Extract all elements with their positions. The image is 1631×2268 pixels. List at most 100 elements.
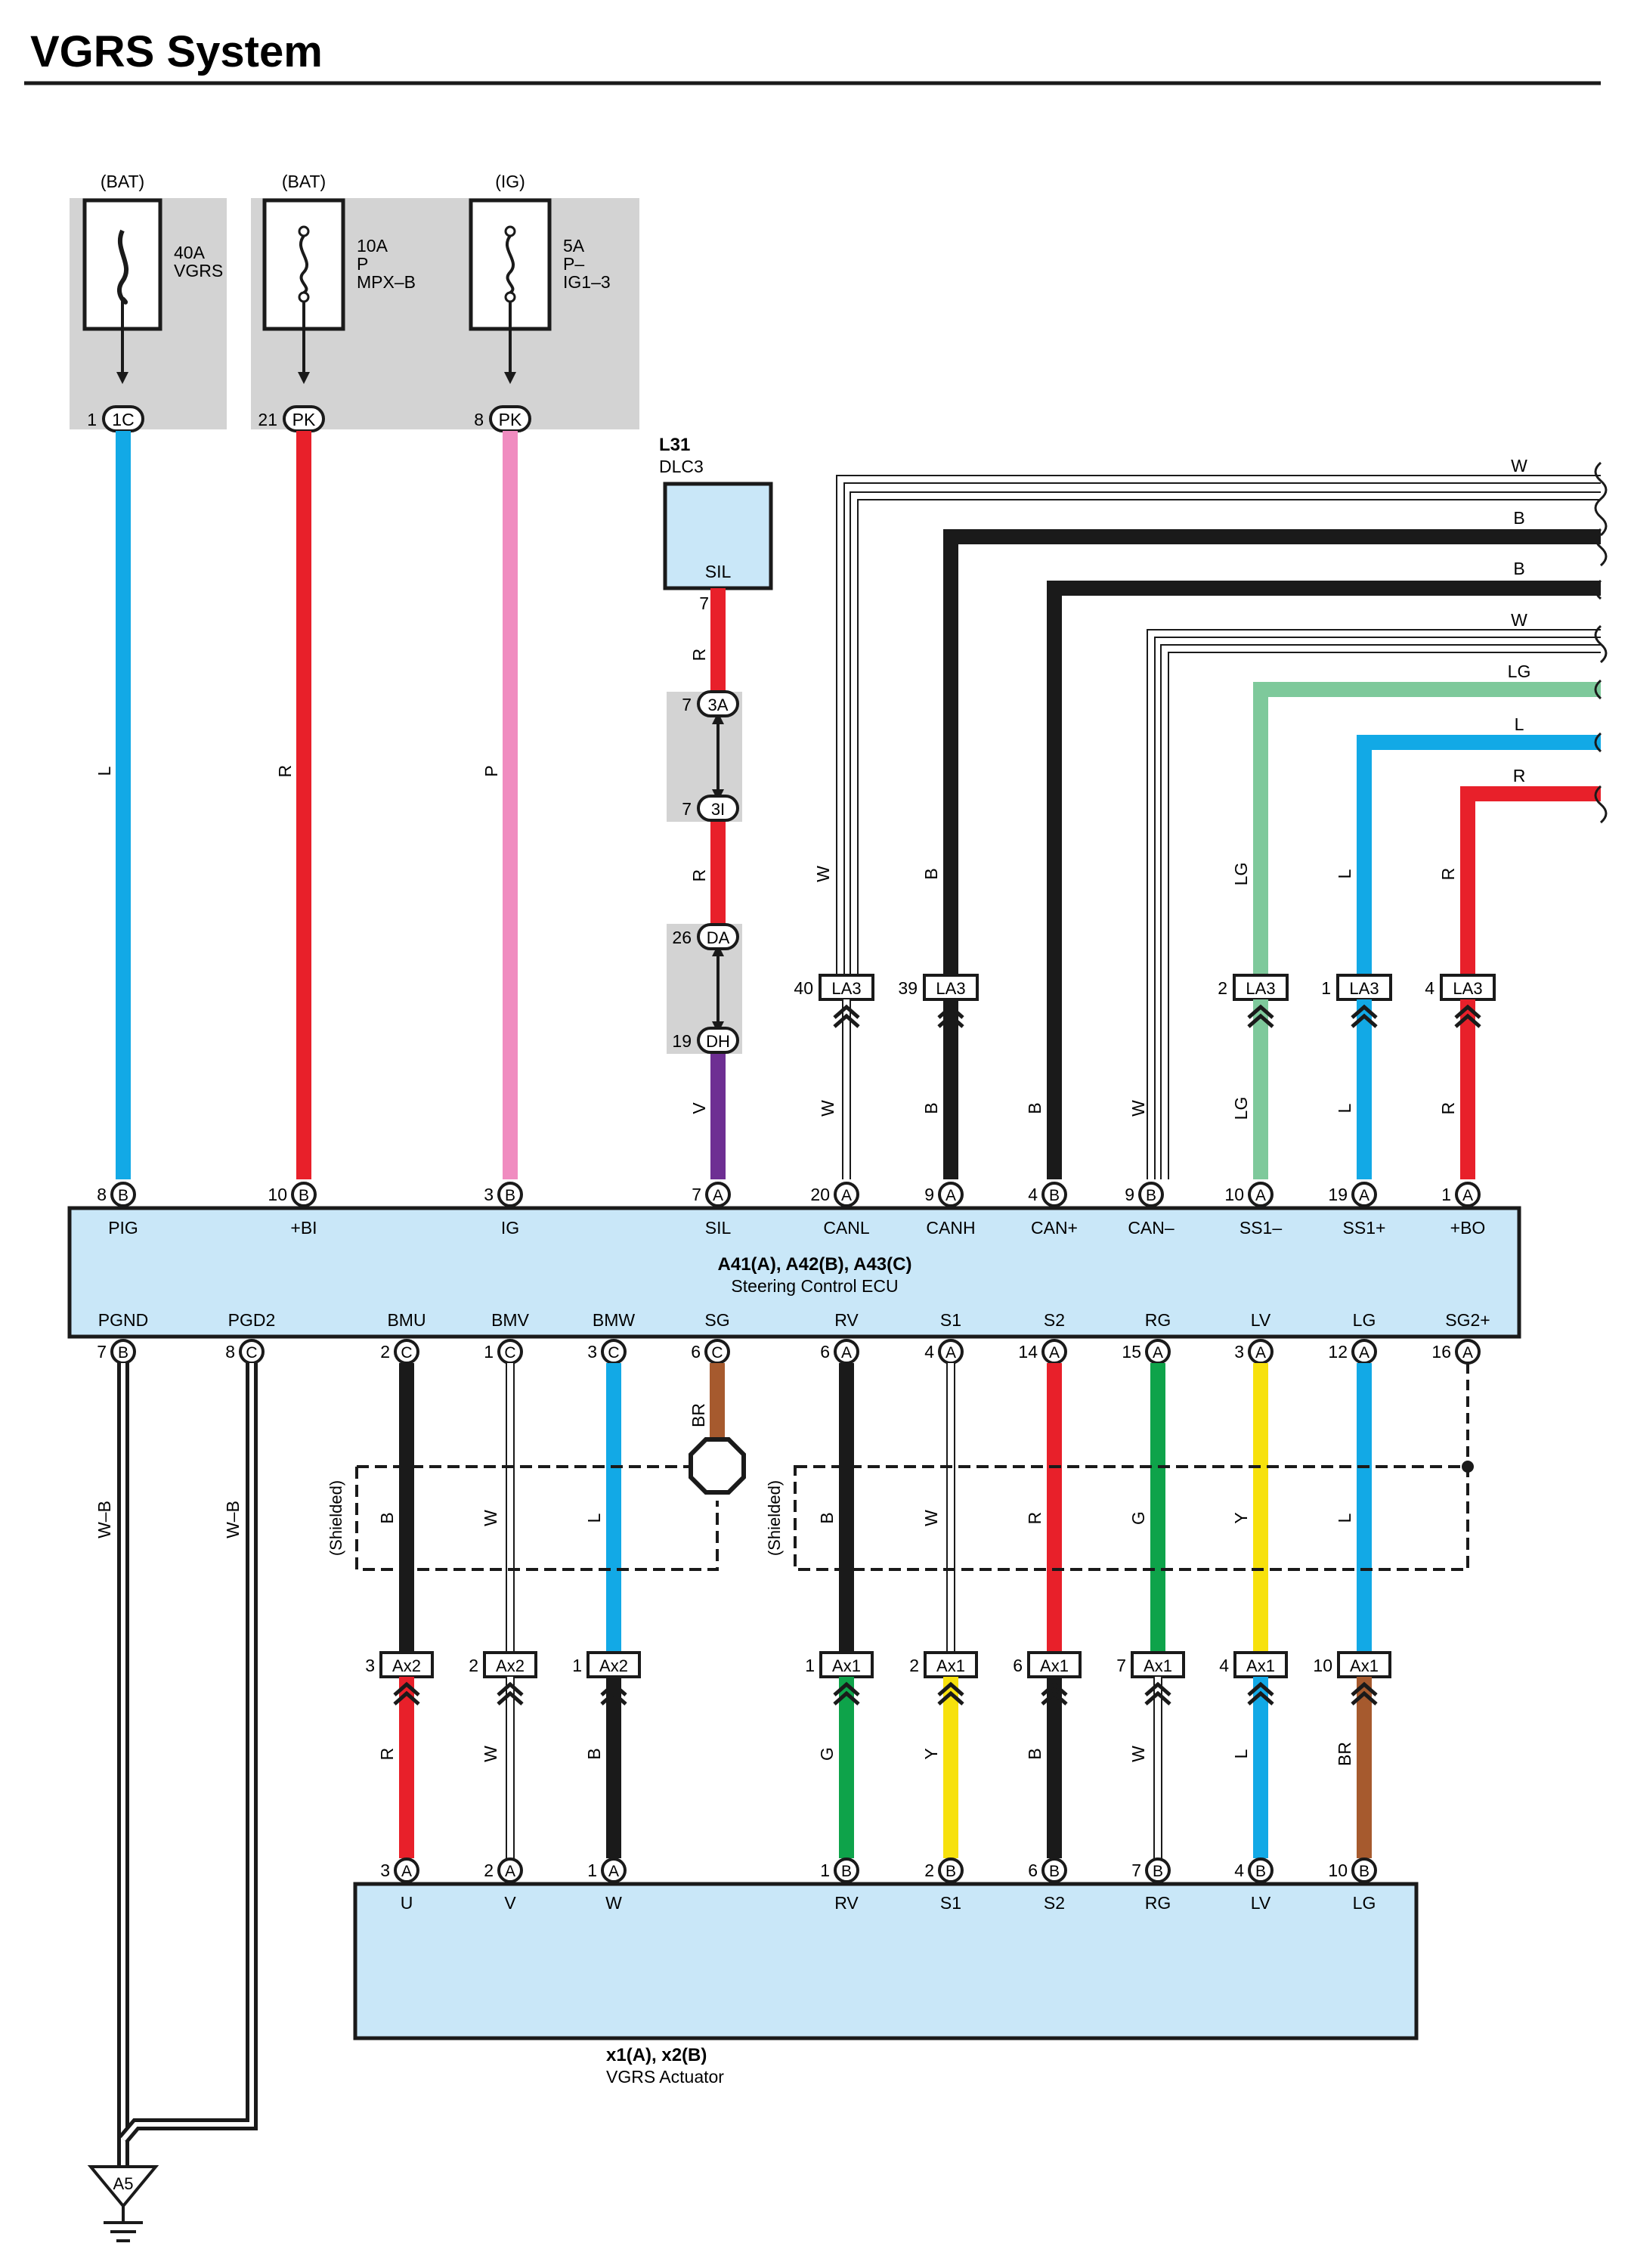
pin-number: 20 — [810, 1185, 830, 1204]
ecu.bottom_pins-pin: C6 — [691, 1339, 730, 1365]
connector-letter: B — [1255, 1863, 1266, 1880]
pin-number: 1 — [1441, 1185, 1451, 1204]
wire-color-label: W — [1128, 1100, 1148, 1117]
connector-label: LA3 — [831, 979, 861, 998]
shield-box-motor — [355, 1465, 719, 1571]
fuse-name-2: IG1–3 — [563, 272, 611, 292]
junction-dh: DH 19 — [672, 1027, 739, 1054]
fuse-5a-p-ig1-3: (IG) 5A P– IG1–3 — [469, 172, 611, 384]
ecu-terminal-label: LG — [1353, 1310, 1376, 1330]
pin-number: 26 — [672, 928, 692, 947]
pin-number: 10 — [1313, 1656, 1332, 1675]
connector-label: PK — [292, 410, 316, 429]
connector-letter: B — [505, 1187, 515, 1204]
ecu-terminal-label: SG — [704, 1310, 729, 1330]
connector-letter: C — [608, 1344, 619, 1362]
pin-number: 16 — [1431, 1342, 1451, 1362]
pin-number: 19 — [1328, 1185, 1348, 1204]
connector-label: DH — [706, 1032, 730, 1051]
connector-label: Ax1 — [1144, 1656, 1172, 1675]
pin-number: 8 — [97, 1185, 107, 1204]
actuator-terminal-label: RV — [834, 1893, 859, 1913]
ecu-terminal-label: CAN– — [1128, 1218, 1175, 1238]
ecu-terminal-label: S2 — [1044, 1310, 1065, 1330]
pin-number: 1 — [587, 1861, 597, 1880]
wire-color-label: B — [584, 1748, 604, 1759]
la3-connector-1: LA3 1 — [1321, 974, 1392, 1001]
pin-number: 2 — [484, 1861, 494, 1880]
ecu.top_pins-pin: A7 — [692, 1182, 731, 1207]
fuse-element-icon — [299, 234, 309, 294]
connector-letter: C — [711, 1344, 723, 1362]
wire-pgd2-white-black — [118, 1363, 258, 2144]
dlc-name: DLC3 — [659, 457, 704, 476]
ground-label: A5 — [113, 2174, 134, 2193]
ecu-terminal-label: BMV — [491, 1310, 530, 1330]
actuator.pins-pin: B10 — [1328, 1857, 1377, 1883]
connector-letter: A — [1153, 1344, 1163, 1362]
wire-color-label: W — [1511, 456, 1527, 476]
ecu-terminal-label: IG — [501, 1218, 519, 1238]
actuator-terminal-label: S2 — [1044, 1893, 1065, 1913]
pin-number: 7 — [97, 1342, 107, 1362]
wire-color-label: W–B — [94, 1501, 114, 1538]
pin-number: 3 — [365, 1656, 375, 1675]
connector-letter: A — [945, 1187, 956, 1204]
actuator-terminal-label: LG — [1353, 1893, 1376, 1913]
ecu-terminal-label: CANH — [926, 1218, 975, 1238]
connector-label: 3I — [711, 800, 725, 819]
wire-color-label: B — [377, 1512, 397, 1523]
ecu.top_pins-pin: B10 — [268, 1182, 317, 1207]
wire-color-label: L — [1335, 1103, 1354, 1113]
wire-color-label: W — [813, 866, 833, 882]
connector-letter: B — [1153, 1863, 1163, 1880]
pin-number: 8 — [474, 410, 484, 429]
fuse-contact — [298, 291, 310, 303]
shield-ground-octagon — [689, 1437, 746, 1495]
pin-number: 14 — [1018, 1342, 1038, 1362]
connector-letter: A — [1049, 1344, 1060, 1362]
connector-letter: C — [246, 1344, 257, 1362]
pin-number: 10 — [1224, 1185, 1244, 1204]
ecu-box — [67, 1206, 1521, 1339]
connector-letter: B — [1359, 1863, 1369, 1880]
connector-letter: A — [1462, 1344, 1473, 1362]
wire-color-label: W — [818, 1100, 837, 1117]
wire-color-label: B — [1025, 1748, 1045, 1759]
fuse-rating: 10A — [357, 236, 388, 256]
wire-canh-black — [943, 529, 1601, 975]
fuse-contact — [504, 225, 516, 237]
ecu.bottom_pins-pin: A6 — [820, 1339, 859, 1365]
fuse-connector-1c: 1C 1 — [87, 405, 144, 432]
wire-ss1plus-blue — [1357, 735, 1601, 975]
connector-label: Ax1 — [1350, 1656, 1379, 1675]
pin-number: 2 — [924, 1861, 934, 1880]
ecu-name: A41(A), A42(B), A43(C) — [718, 1254, 912, 1275]
wire-color-label: BR — [1335, 1742, 1354, 1766]
ecu-terminal-label: +BI — [290, 1218, 317, 1238]
pin-number: 1 — [87, 410, 97, 429]
fuse-rating: 5A — [563, 236, 585, 256]
connector-letter: B — [1049, 1187, 1060, 1204]
fuse-10a-p-mpx-b: (BAT) 10A P MPX–B — [262, 172, 416, 384]
connector-label: LA3 — [1453, 979, 1482, 998]
ecu.top_pins-pin: A 19 — [1328, 1182, 1377, 1207]
ecu-terminal-label: S1 — [940, 1310, 961, 1330]
ecu-terminal-label: PGD2 — [228, 1310, 276, 1330]
fuse-element-icon — [505, 234, 515, 294]
ecu-terminal-label: PGND — [98, 1310, 148, 1330]
connector-label: Ax1 — [936, 1656, 965, 1675]
ecu.bottom_pins-pin: C2 — [380, 1339, 419, 1365]
pin-number: 1 — [805, 1656, 815, 1675]
connector-letter: A — [1359, 1187, 1369, 1204]
ecu.top_pins-pin: B8 — [97, 1182, 136, 1207]
pin-number: 4 — [1234, 1861, 1244, 1880]
pin-number: 3 — [587, 1342, 597, 1362]
connector-letter: A — [608, 1863, 619, 1880]
wire-color-label: R — [1513, 766, 1526, 785]
wire-color-label: L — [94, 766, 114, 776]
actuator.pins-pin: A1 — [587, 1857, 627, 1883]
